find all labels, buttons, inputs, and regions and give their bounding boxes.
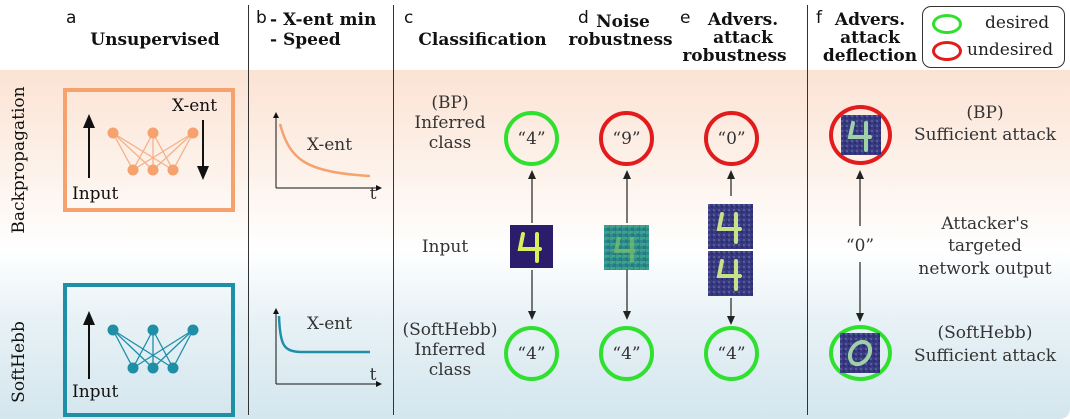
- panel-e-title-3: robustness: [682, 46, 787, 66]
- panel-a-title: Unsupervised: [90, 30, 220, 50]
- softhebb-network-diagram: [83, 311, 199, 379]
- legend-undesired-label: undesired: [967, 40, 1054, 60]
- bp-sufficient-attack-digit-4: [841, 115, 881, 155]
- legend: desired undesired: [922, 6, 1065, 68]
- adversarial-digit-4-a: [708, 204, 753, 249]
- adversarial-digit-4-b: [708, 251, 753, 296]
- output-c-softhebb: “4”: [504, 326, 559, 381]
- panel-c-title: Classification: [418, 30, 547, 50]
- bp-network-box: [63, 88, 235, 212]
- softhebb-network-box: [63, 283, 235, 417]
- panel-f-title-2: attack: [840, 28, 900, 48]
- bp-xent-label: X-ent: [172, 96, 218, 116]
- f-softhebb-label-1: (SoftHebb): [937, 323, 1033, 343]
- f-target-label-1: Attacker's: [941, 214, 1029, 234]
- divider-e-f: [807, 5, 808, 415]
- panel-letter-b: b: [256, 8, 267, 28]
- panel-letter-a: a: [66, 8, 77, 28]
- panel-f-title-3: deflection: [822, 46, 918, 66]
- output-d-softhebb: “4”: [599, 326, 654, 381]
- panel-letter-f: f: [816, 8, 822, 28]
- output-e-softhebb: “4”: [704, 326, 759, 381]
- bp-curve-t-label: t: [369, 184, 377, 204]
- input-row-label: Input: [421, 237, 469, 257]
- softhebb-inferred-label-3: class: [428, 360, 472, 380]
- f-target-label-2: targeted: [948, 236, 1022, 256]
- output-c-bp: “4”: [504, 111, 559, 166]
- softhebb-curve-t-label: t: [369, 365, 377, 385]
- f-target-label-3: network output: [918, 259, 1052, 279]
- softhebb-sufficient-attack-digit-0: [840, 333, 880, 373]
- bp-inferred-label-2: Inferred: [414, 113, 486, 133]
- panel-b-line1: - X-ent min: [270, 10, 377, 30]
- panel-e-title-1: Advers.: [707, 10, 779, 30]
- divider-b-c: [393, 5, 394, 415]
- softhebb-inferred-label-2: Inferred: [414, 340, 486, 360]
- bp-inferred-label-3: class: [428, 133, 472, 153]
- output-e-bp: “0”: [704, 111, 759, 166]
- input-digit-4-clean: [510, 225, 553, 268]
- softhebb-xent-curve-plot: [273, 308, 382, 387]
- f-bp-label-1: (BP): [966, 103, 1004, 123]
- softhebb-curve-xent-label: X-ent: [307, 314, 353, 334]
- softhebb-input-label: Input: [72, 382, 119, 402]
- panel-d-title-1: Noise: [596, 12, 650, 32]
- softhebb-sufficient-attack-ring: [829, 325, 892, 381]
- bp-sufficient-attack-ring: [829, 105, 892, 165]
- softhebb-inferred-label-1: (SoftHebb): [402, 320, 498, 340]
- bp-inferred-label-1: (BP): [431, 93, 469, 113]
- f-softhebb-label-2: Sufficient attack: [913, 346, 1057, 366]
- legend-undesired-swatch: [932, 41, 962, 61]
- panel-letter-d: d: [578, 8, 589, 28]
- legend-desired-label: desired: [985, 13, 1050, 33]
- bp-xent-curve-plot: [273, 112, 382, 191]
- input-digit-4-noisy: [604, 225, 649, 270]
- output-d-bp: “9”: [599, 111, 654, 166]
- bp-network-diagram: [83, 114, 209, 180]
- panel-letter-c: c: [404, 8, 414, 28]
- panel-b-line2: - Speed: [270, 30, 341, 50]
- panel-f-title-1: Advers.: [834, 10, 906, 30]
- f-bp-label-2: Sufficient attack: [913, 125, 1057, 145]
- panel-d-title-2: robustness: [568, 30, 673, 50]
- bp-curve-xent-label: X-ent: [307, 135, 353, 155]
- panel-letter-e: e: [680, 8, 691, 28]
- legend-desired-swatch: [932, 14, 962, 34]
- divider-a-b: [248, 5, 249, 415]
- target-output-value: “0”: [845, 236, 875, 256]
- panel-e-title-2: attack: [713, 28, 773, 48]
- bp-input-label: Input: [72, 184, 119, 204]
